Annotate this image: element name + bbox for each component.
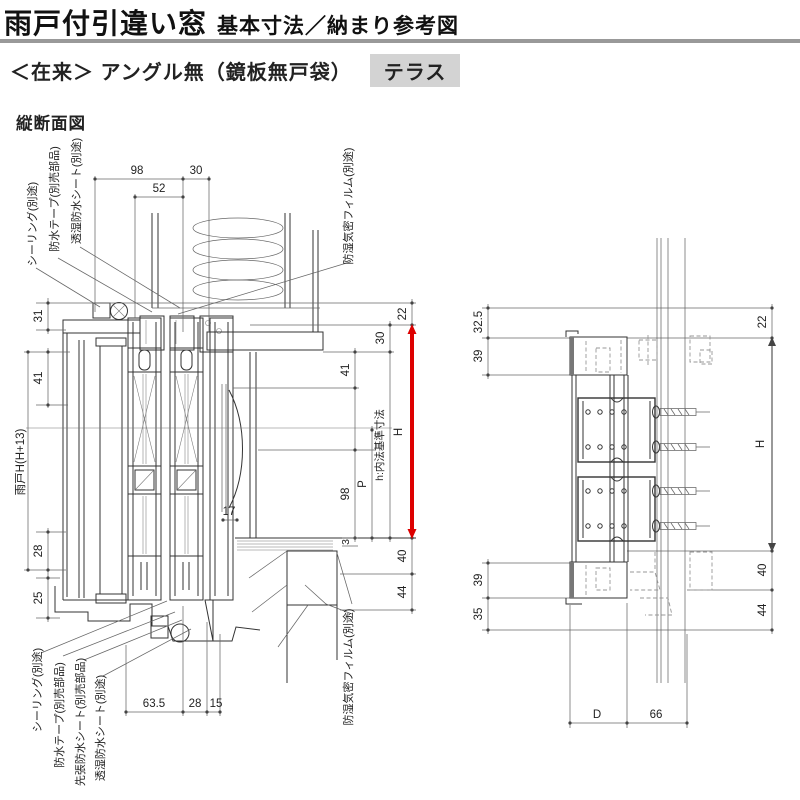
page-title: 雨戸付引違い窓: [4, 8, 208, 39]
shutter-case-top-box: [565, 330, 628, 376]
right-side-dimension-chain: 22 30 41 h:内法基準寸法 H P 98 3 40 44: [233, 299, 417, 614]
dim-41-right: 41: [340, 364, 352, 377]
right-left-dimension-chain: 32.5 39 39 35: [473, 304, 490, 634]
page-header: 雨戸付引違い窓 基本寸法／納まり参考図: [4, 2, 459, 42]
annotation-breathable-sheet-top: 透湿防水シート(別途): [69, 138, 83, 244]
dim-63-5: 63.5: [143, 698, 165, 710]
shutter-case-rails: [571, 375, 629, 562]
shutter-case-bottom-box: [565, 561, 628, 605]
shutter-panel-upper: [577, 397, 656, 463]
right-reference-lines: [482, 307, 772, 631]
dim-22-right-diagram: 22: [757, 316, 769, 329]
dim-P-label: P: [357, 480, 369, 488]
frame-and-sashes: [26, 317, 392, 604]
header-rule: [0, 39, 800, 43]
left-top-dimensions: 98 30 52: [93, 165, 211, 332]
annotation-vapor-film-bottom: 防湿気密フィルム(別途): [341, 609, 355, 726]
dim-98-right: 98: [340, 488, 352, 501]
dim-35: 35: [473, 608, 485, 621]
dim-30-top: 30: [190, 165, 203, 177]
sill-profile-dashed: [630, 551, 713, 616]
dim-41-left: 41: [33, 372, 45, 385]
dim-3-right: 3: [340, 539, 352, 545]
left-diagram-vertical-section: 98 30 52: [15, 138, 417, 786]
annotation-sealing-top: シーリング(別途): [25, 182, 39, 266]
dim-inner-height-label: h:内法基準寸法: [373, 409, 386, 481]
sash-section-inner: [169, 317, 204, 601]
insulation-batt: [192, 217, 284, 301]
dim-H-right-diagram: H: [755, 440, 767, 448]
section-title: 縦断面図: [16, 115, 86, 133]
dim-H-label: H: [393, 428, 405, 436]
right-wall-lines: [656, 238, 686, 683]
dim-28-bottom: 28: [189, 698, 202, 710]
annotation-vapor-film-top: 防湿気密フィルム(別途): [341, 148, 355, 265]
dim-40-right: 40: [397, 550, 409, 563]
annotation-pre-waterproof-sheet-bottom: 先張防水シート(別売部品): [73, 658, 87, 786]
dim-39-bottom: 39: [473, 574, 485, 587]
dim-32-5: 32.5: [473, 311, 485, 333]
annotation-waterproof-tape-bottom: 防水テープ(別売部品): [52, 662, 66, 768]
dim-52-top: 52: [153, 183, 166, 195]
left-annotations: シーリング(別途) 防水テープ(別売部品) 透湿防水シート(別途) 防湿気密フィ…: [25, 138, 355, 786]
shutter-panel-lower: [577, 476, 656, 542]
dim-44-right-diagram: 44: [757, 603, 769, 616]
left-wall-structure: [151, 213, 320, 332]
terrace-tag: テラス: [369, 54, 461, 87]
annotation-waterproof-tape-top: 防水テープ(別売部品): [47, 146, 61, 252]
floor-joist-hatch: [286, 550, 338, 606]
dim-15-bottom: 15: [210, 698, 223, 710]
page-subtitle: 基本寸法／納まり参考図: [217, 15, 460, 38]
mid-dimension-17: 17: [221, 506, 239, 522]
storm-shutter-panel: [99, 345, 123, 595]
variant-label: ＜在来＞ アングル無（鏡板無戸袋）: [10, 62, 352, 84]
dim-22-right: 22: [397, 308, 409, 321]
window-head-section: [62, 302, 324, 353]
dim-98-top: 98: [131, 165, 144, 177]
dim-66: 66: [650, 709, 663, 721]
right-diagram-shutter-case-section: 32.5 39 39 35 22 H 40 44: [473, 238, 776, 728]
sill-and-floor-section: [54, 537, 416, 683]
right-right-dimension-chain: 22 H 40 44: [755, 304, 776, 634]
sash-section-outer: [127, 317, 162, 601]
dim-30-right: 30: [375, 332, 387, 345]
handle-arc: [228, 389, 243, 509]
dim-17: 17: [223, 506, 236, 518]
left-side-dimension-chain: 31 41 雨戸H(H+13) 28 25: [15, 298, 416, 622]
right-bottom-dimensions: D 66: [568, 603, 689, 728]
height-arrow-H: [407, 324, 417, 539]
head-profile-dashed: [638, 335, 713, 365]
annotation-sealing-bottom: シーリング(別途): [30, 648, 44, 732]
dim-31-left: 31: [33, 310, 45, 323]
dim-D: D: [593, 709, 601, 721]
dim-25-left: 25: [33, 592, 45, 605]
dim-shutter-height: 雨戸H(H+13): [15, 428, 27, 495]
dim-28-left: 28: [33, 545, 45, 558]
left-bottom-dimensions: 63.5 28 15: [124, 606, 222, 716]
dim-39-top: 39: [473, 350, 485, 363]
dim-40-right-diagram: 40: [757, 564, 769, 577]
spec-line: ＜在来＞ アングル無（鏡板無戸袋） テラス: [10, 54, 461, 87]
lintel-hatch: [206, 331, 324, 351]
annotation-breathable-sheet-bottom: 透湿防水シート(別途): [93, 675, 107, 781]
dim-44-right: 44: [397, 585, 409, 598]
